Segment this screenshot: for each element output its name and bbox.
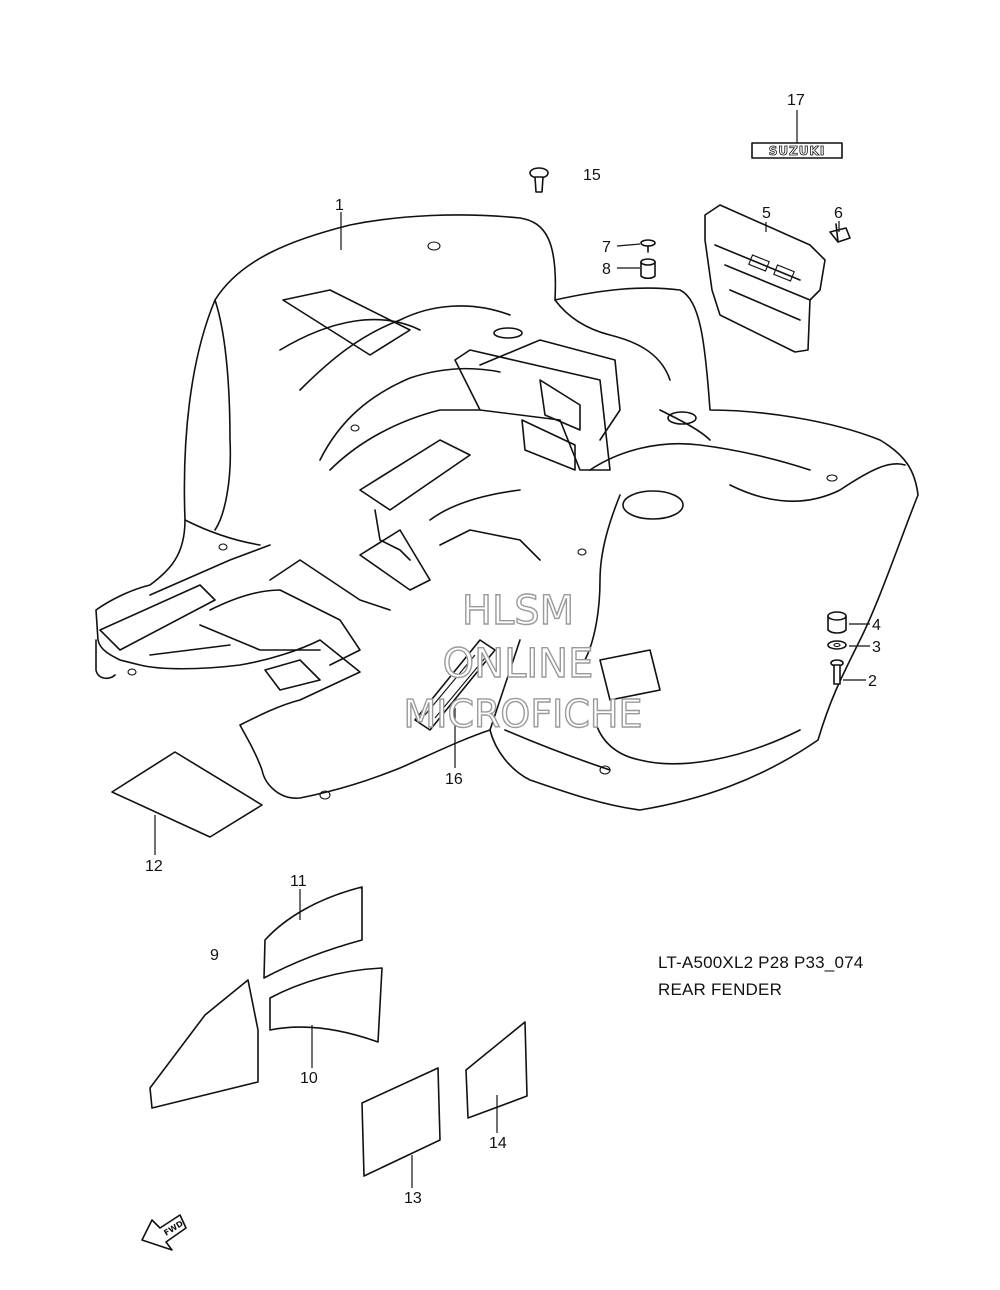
badge-text: SUZUKI xyxy=(769,144,826,158)
part-6-clip xyxy=(829,223,851,243)
label-part-4: 4 xyxy=(872,617,881,634)
part-12-decal xyxy=(111,751,263,838)
watermark: HLSM ONLINE MICROFICHE xyxy=(403,587,643,736)
watermark-line-1: HLSM xyxy=(462,588,574,634)
part-17-badge: SUZUKI xyxy=(751,142,843,159)
part-14-decal xyxy=(465,1021,528,1119)
part-3-washer xyxy=(827,640,847,650)
part-5-bracket xyxy=(704,204,826,353)
label-part-6: 6 xyxy=(834,205,843,222)
part-10-decal xyxy=(269,967,383,1043)
label-part-14: 14 xyxy=(489,1135,507,1152)
part-9-decal xyxy=(149,979,259,1109)
leader-lines xyxy=(154,110,870,1188)
label-part-5: 5 xyxy=(762,205,771,222)
label-part-1: 1 xyxy=(335,197,344,214)
diagram-title: REAR FENDER xyxy=(658,980,783,999)
label-part-2: 2 xyxy=(868,673,877,690)
label-part-17: 17 xyxy=(787,92,805,109)
rear-fender-body xyxy=(95,214,919,811)
label-part-10: 10 xyxy=(300,1070,318,1087)
part-8-nut xyxy=(640,258,656,280)
part-16-emblem xyxy=(414,639,496,731)
part-labels: 1 2 3 4 5 6 7 8 9 10 11 12 13 14 15 16 1… xyxy=(145,92,881,1207)
part-2-bolt xyxy=(830,659,844,685)
label-part-7: 7 xyxy=(602,239,611,256)
fwd-arrow-icon: FWD xyxy=(141,1214,187,1251)
part-13-decal xyxy=(361,1067,441,1177)
watermark-line-2: ONLINE xyxy=(443,641,594,687)
label-part-16: 16 xyxy=(445,771,463,788)
part-15-rivet xyxy=(529,167,549,193)
label-part-8: 8 xyxy=(602,261,611,278)
label-part-9: 9 xyxy=(210,947,219,964)
watermark-line-3: MICROFICHE xyxy=(403,692,642,736)
part-7-screw xyxy=(640,239,656,253)
diagram-code: LT-A500XL2 P28 P33_074 xyxy=(658,953,864,972)
part-11-decal xyxy=(263,886,363,979)
label-part-12: 12 xyxy=(145,858,163,875)
label-part-15: 15 xyxy=(583,167,601,184)
part-4-cushion xyxy=(827,611,847,634)
label-part-11: 11 xyxy=(290,873,307,890)
label-part-13: 13 xyxy=(404,1190,422,1207)
label-part-3: 3 xyxy=(872,639,881,656)
